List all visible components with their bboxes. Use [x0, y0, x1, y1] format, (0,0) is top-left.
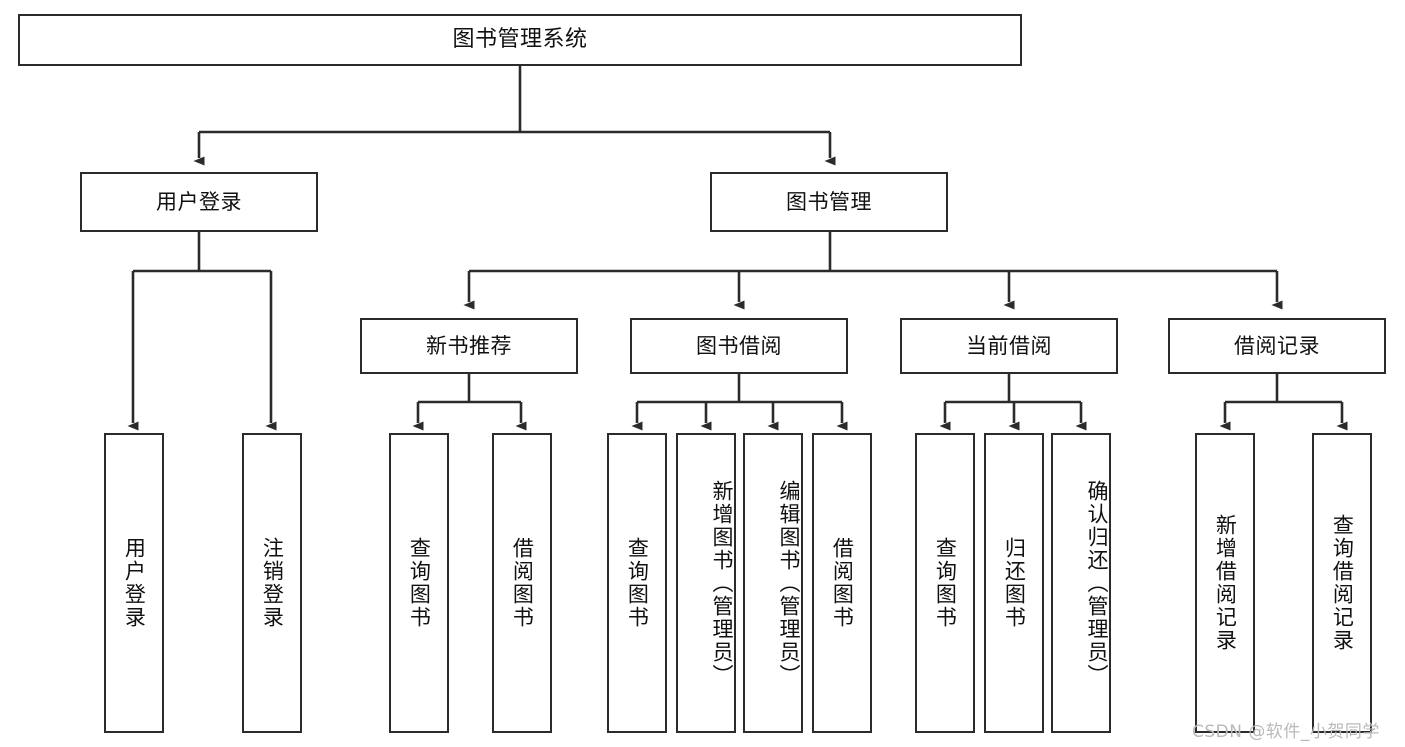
- node-label: 归还图书: [1002, 537, 1027, 629]
- node-label: 借阅记录: [1234, 333, 1320, 358]
- leaf-query-borrow-record[interactable]: 查询借阅记录: [1312, 433, 1372, 733]
- node-label: 查询图书: [933, 537, 958, 629]
- node-label: 确认归还（管理员）: [1085, 479, 1109, 687]
- node-label: 编辑图书（管理员）: [777, 479, 801, 687]
- leaf-user-login[interactable]: 用户登录: [104, 433, 164, 733]
- node-user-login[interactable]: 用户登录: [80, 172, 318, 232]
- leaf-add-borrow-record[interactable]: 新增借阅记录: [1195, 433, 1255, 733]
- leaf-borrow-book[interactable]: 借阅图书: [812, 433, 872, 733]
- node-book-borrow[interactable]: 图书借阅: [630, 318, 848, 374]
- node-label: 用户登录: [156, 189, 242, 214]
- node-label: 借阅图书: [830, 537, 855, 629]
- node-label: 新书推荐: [426, 333, 512, 358]
- node-root-book-management-system[interactable]: 图书管理系统: [18, 14, 1022, 66]
- csdn-watermark: CSDN @软件_小贺同学: [1192, 722, 1380, 742]
- node-label: 查询图书: [407, 537, 432, 629]
- node-book-management[interactable]: 图书管理: [710, 172, 948, 232]
- leaf-query-book-recommend[interactable]: 查询图书: [389, 433, 449, 733]
- leaf-query-book-current[interactable]: 查询图书: [915, 433, 975, 733]
- leaf-query-book-borrow[interactable]: 查询图书: [607, 433, 667, 733]
- node-borrow-record[interactable]: 借阅记录: [1168, 318, 1386, 374]
- node-label: 查询图书: [625, 537, 650, 629]
- node-current-borrow[interactable]: 当前借阅: [900, 318, 1118, 374]
- leaf-add-book[interactable]: 新增图书（管理员）: [676, 433, 736, 733]
- node-label: 注销登录: [260, 537, 285, 629]
- leaf-user-logout[interactable]: 注销登录: [242, 433, 302, 733]
- node-new-book-recommend[interactable]: 新书推荐: [360, 318, 578, 374]
- node-label: 借阅图书: [510, 537, 535, 629]
- node-label: 图书管理系统: [452, 27, 588, 53]
- node-label: 新增图书（管理员）: [710, 479, 734, 687]
- node-label: 当前借阅: [966, 333, 1052, 358]
- leaf-confirm-return[interactable]: 确认归还（管理员）: [1051, 433, 1111, 733]
- leaf-edit-book[interactable]: 编辑图书（管理员）: [743, 433, 803, 733]
- node-label: 新增借阅记录: [1213, 514, 1238, 652]
- node-label: 图书借阅: [696, 333, 782, 358]
- node-label: 用户登录: [122, 537, 147, 629]
- node-label: 图书管理: [786, 189, 872, 214]
- leaf-borrow-book-recommend[interactable]: 借阅图书: [492, 433, 552, 733]
- leaf-return-book[interactable]: 归还图书: [984, 433, 1044, 733]
- node-label: 查询借阅记录: [1330, 514, 1355, 652]
